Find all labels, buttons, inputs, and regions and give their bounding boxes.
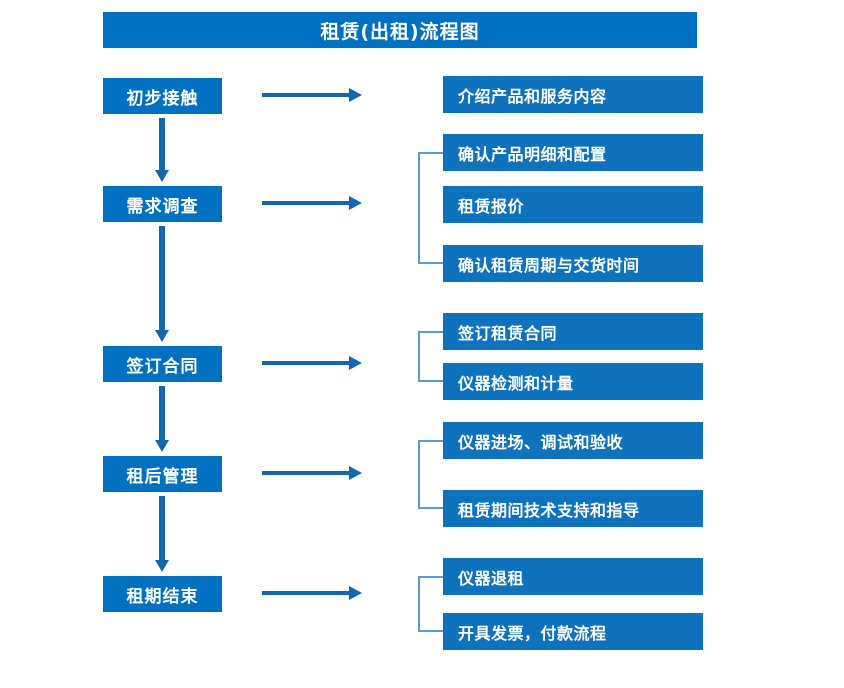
vertical-arrow-2 [155,226,169,342]
horizontal-arrow-1 [262,88,362,102]
vertical-arrow-1 [155,118,169,182]
arrow-shaft [262,591,350,595]
arrow-head-right-icon [349,196,362,210]
detail-box-4[interactable]: 确认租赁周期与交货时间 [443,245,703,282]
detail-box-2[interactable]: 确认产品明细和配置 [443,134,703,171]
arrow-shaft [262,93,350,97]
horizontal-arrow-4 [262,466,362,480]
detail-box-7[interactable]: 仪器进场、调试和验收 [443,422,703,459]
stage-box-5[interactable]: 租期结束 [103,576,222,612]
stage-box-1[interactable]: 初步接触 [103,78,222,114]
detail-box-8[interactable]: 租赁期间技术支持和指导 [443,490,703,527]
stage-box-2[interactable]: 需求调查 [103,186,222,222]
detail-box-10[interactable]: 开具发票，付款流程 [443,613,703,650]
arrow-head-right-icon [349,88,362,102]
group-bracket-1 [418,152,443,264]
arrow-head-down-icon [155,330,169,342]
arrow-shaft [262,471,350,475]
detail-box-3[interactable]: 租赁报价 [443,186,703,223]
arrow-head-right-icon [349,466,362,480]
arrow-head-down-icon [155,560,169,572]
vertical-arrow-4 [155,496,169,572]
arrow-shaft [159,496,165,560]
group-bracket-3 [418,440,443,509]
arrow-shaft [262,361,350,365]
arrow-head-right-icon [349,586,362,600]
detail-box-5[interactable]: 签订租赁合同 [443,313,703,350]
group-bracket-4 [418,576,443,632]
horizontal-arrow-2 [262,196,362,210]
arrow-shaft [159,386,165,440]
stage-box-4[interactable]: 租后管理 [103,456,222,492]
arrow-shaft [262,201,350,205]
arrow-shaft [159,118,165,170]
horizontal-arrow-5 [262,586,362,600]
stage-box-3[interactable]: 签订合同 [103,346,222,382]
detail-box-9[interactable]: 仪器退租 [443,558,703,595]
detail-box-6[interactable]: 仪器检测和计量 [443,363,703,400]
horizontal-arrow-3 [262,356,362,370]
arrow-head-down-icon [155,440,169,452]
arrow-head-right-icon [349,356,362,370]
arrow-head-down-icon [155,170,169,182]
vertical-arrow-3 [155,386,169,452]
group-bracket-2 [418,331,443,382]
detail-box-1[interactable]: 介绍产品和服务内容 [443,76,703,113]
flowchart-title: 租赁(出租)流程图 [103,12,697,48]
arrow-shaft [159,226,165,330]
